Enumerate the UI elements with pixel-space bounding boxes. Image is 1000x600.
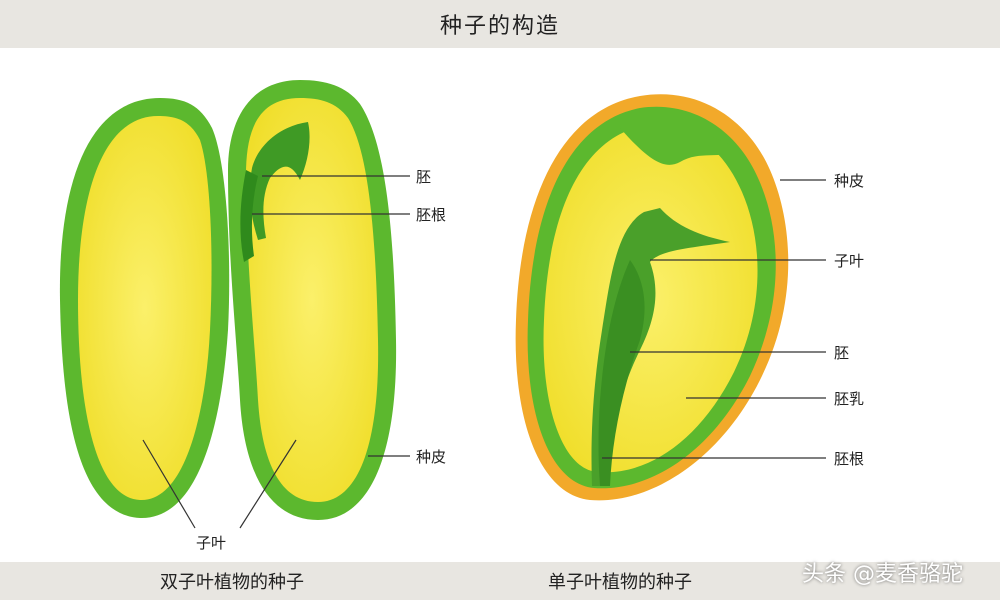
label-dicot-cotyledon: 子叶 bbox=[196, 534, 227, 552]
dicot-leader-lines bbox=[142, 175, 410, 529]
monocot-embryo bbox=[598, 260, 645, 486]
caption-bar bbox=[0, 562, 1000, 600]
label-monocot-radicle: 胚根 bbox=[834, 450, 865, 468]
monocot-cap bbox=[620, 124, 740, 165]
label-dicot-radicle: 胚根 bbox=[416, 206, 447, 224]
watermark: 头条 @麦香骆驼 bbox=[802, 562, 963, 587]
label-monocot-embryo: 胚 bbox=[834, 344, 850, 362]
dicot-embryo bbox=[250, 122, 310, 240]
dicot-right-cotyledon bbox=[246, 98, 379, 502]
dicot-seed bbox=[59, 80, 397, 520]
label-monocot-cotyledon: 子叶 bbox=[834, 252, 865, 270]
leader-dicot-cotyledon-left bbox=[142, 439, 196, 529]
dicot-caption: 双子叶植物的种子 bbox=[160, 572, 304, 593]
dicot-radicle bbox=[240, 170, 258, 262]
monocot-leader-lines bbox=[602, 179, 826, 459]
monocot-caption: 单子叶植物的种子 bbox=[548, 572, 692, 593]
leader-dicot-cotyledon-right bbox=[239, 439, 297, 529]
monocot-seed bbox=[515, 94, 789, 501]
label-dicot-seed-coat: 种皮 bbox=[416, 448, 447, 466]
dicot-left-cotyledon bbox=[78, 116, 212, 501]
label-dicot-embryo: 胚 bbox=[416, 168, 432, 186]
diagram-title: 种子的构造 bbox=[0, 0, 1000, 48]
label-monocot-seed-coat: 种皮 bbox=[834, 172, 865, 190]
label-monocot-endosperm: 胚乳 bbox=[834, 390, 865, 408]
